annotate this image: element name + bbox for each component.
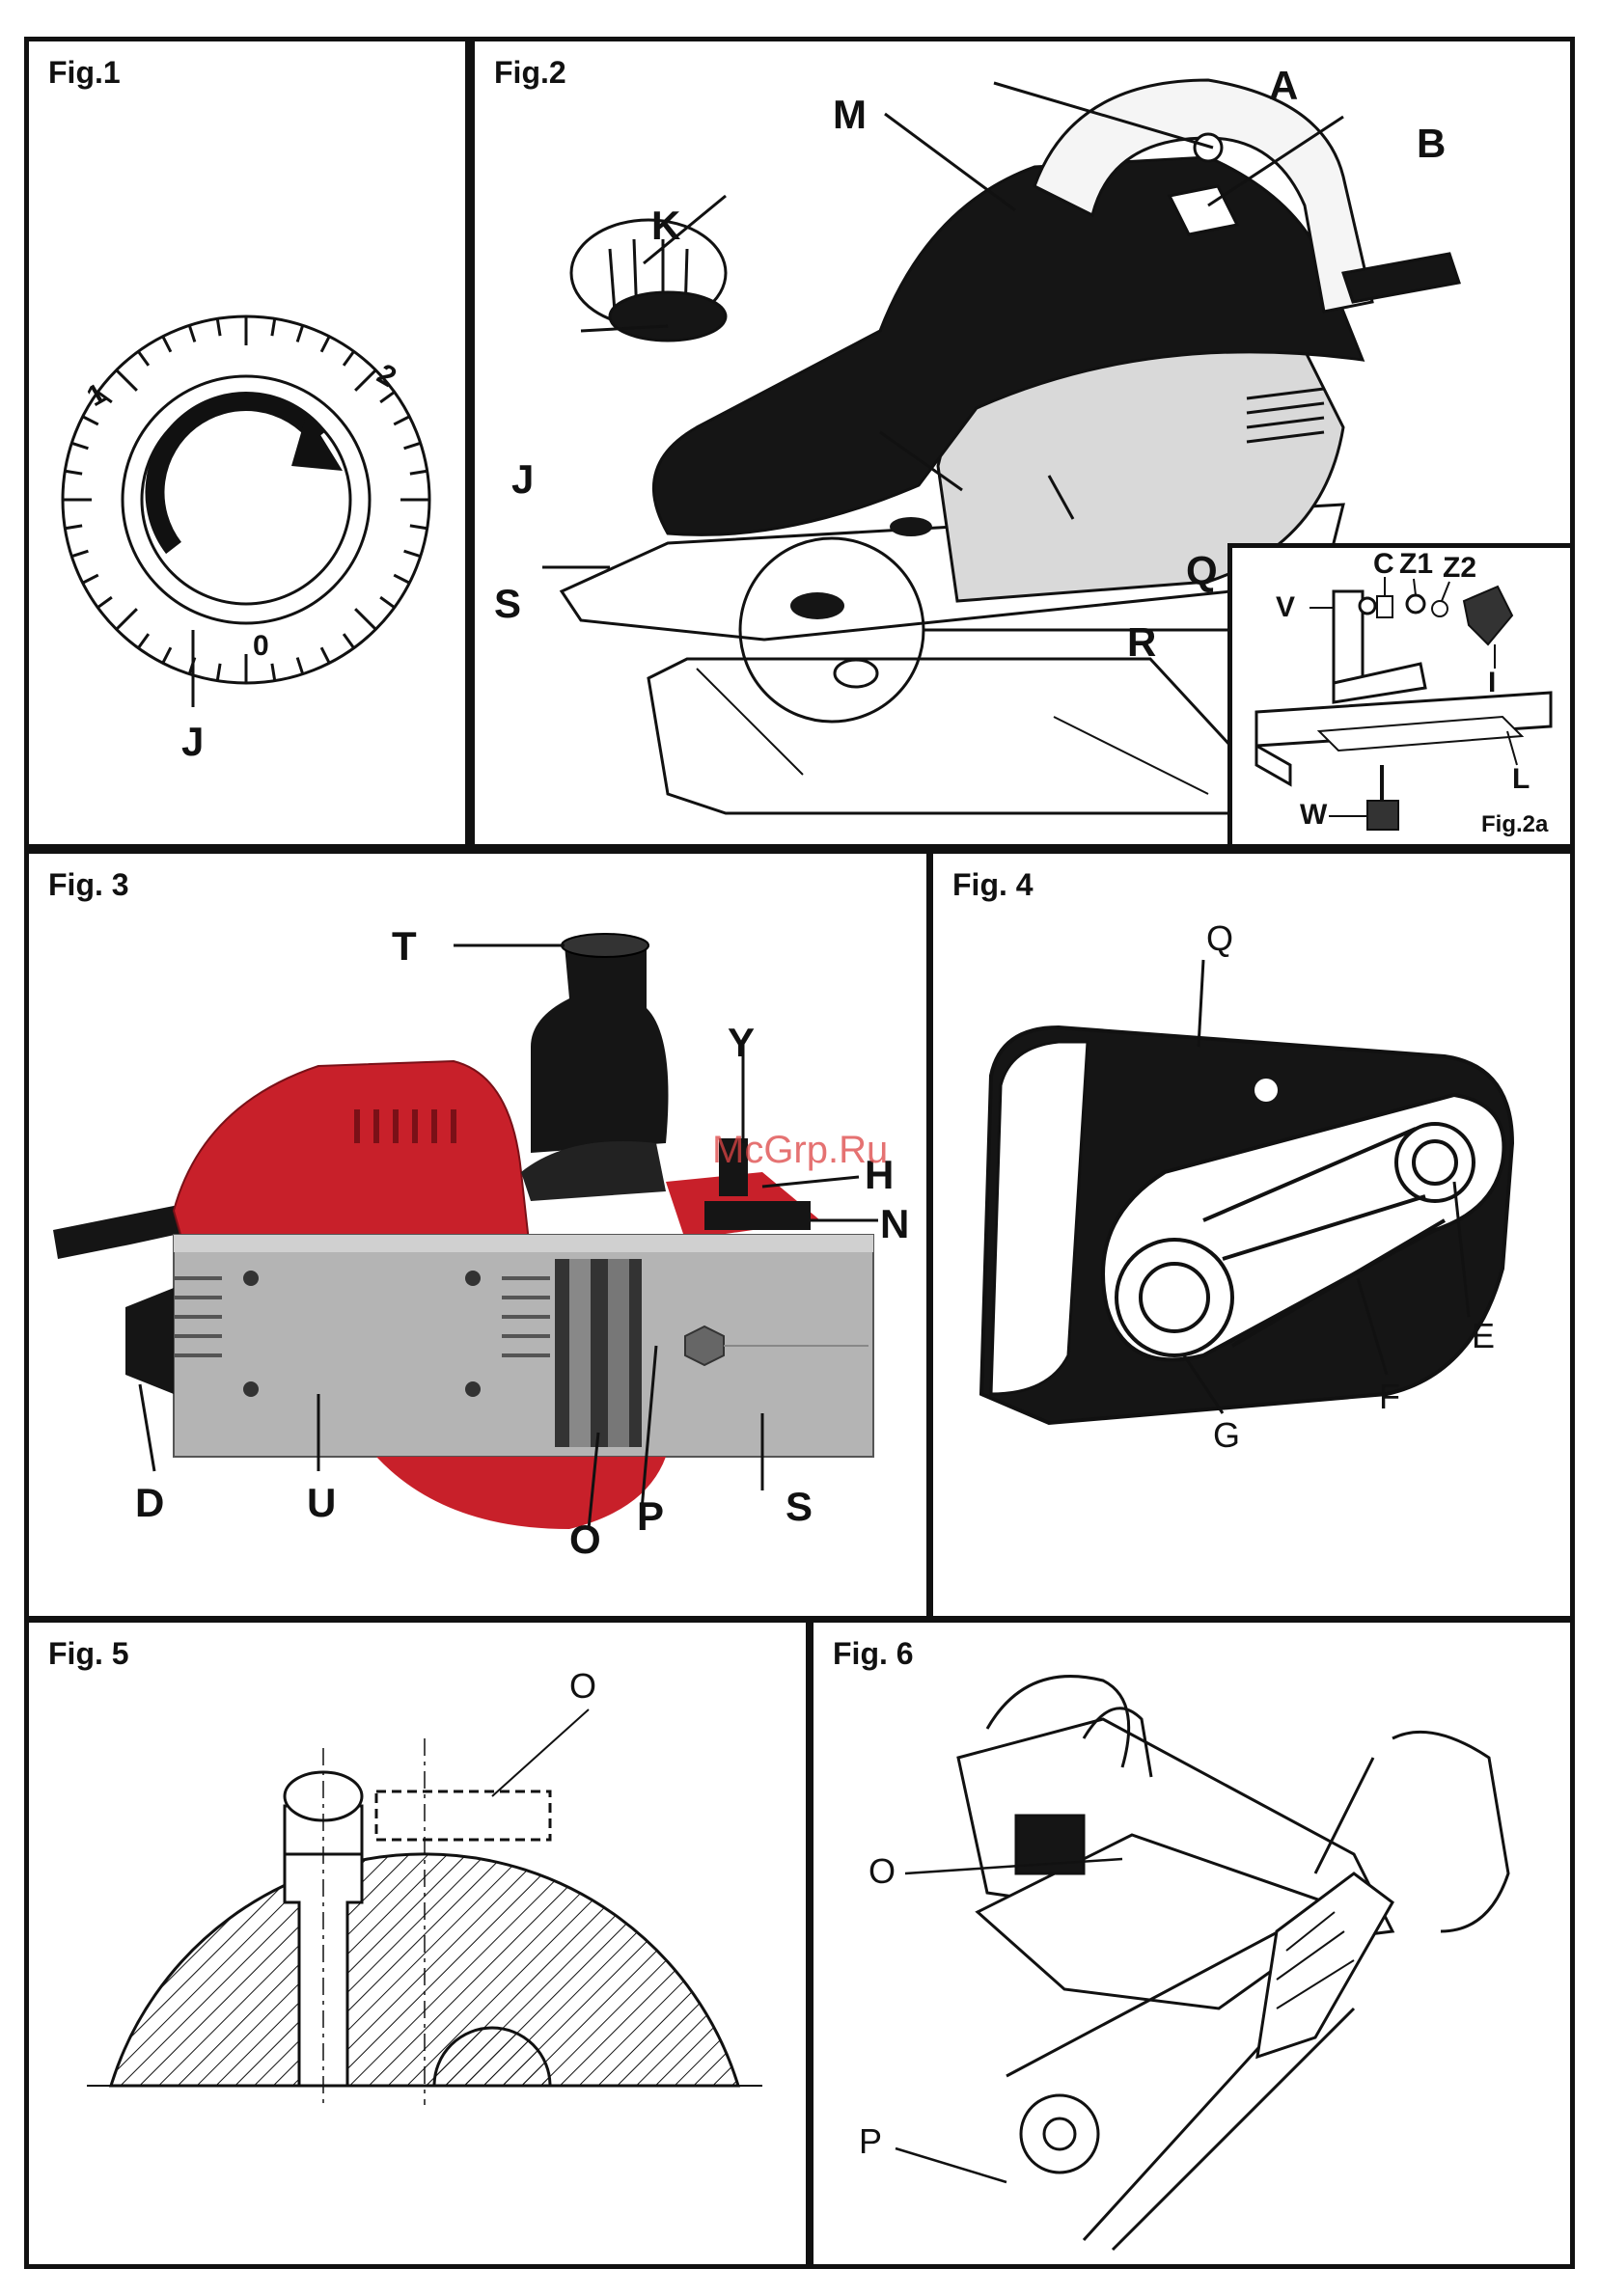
fig3-label-S: S	[786, 1487, 813, 1527]
fig3-label-Y: Y	[728, 1023, 755, 1063]
fig2-label-Q: Q	[1186, 551, 1218, 591]
dial-tick	[138, 351, 149, 366]
dial-tick	[297, 325, 303, 342]
fig2a-label-Z2: Z2	[1443, 554, 1476, 583]
fig2a-label-C: C	[1373, 550, 1394, 579]
fig2a-label-L: L	[1512, 765, 1530, 794]
dial-tick	[65, 526, 82, 529]
fig2a-panel: V C Z1 Z2 I L W Fig.2a	[1227, 543, 1575, 849]
fig2-label-A: A	[1269, 66, 1298, 106]
fig2-label-M: M	[833, 95, 867, 135]
dial-tick	[321, 647, 329, 663]
fig3-label-P: P	[637, 1496, 664, 1537]
fig4-label-Q: Q	[1206, 921, 1233, 956]
dial-tick	[380, 597, 395, 608]
fig4-label-G: G	[1213, 1418, 1240, 1453]
dial-tick	[297, 658, 303, 674]
fig2-label-K: K	[651, 205, 680, 246]
dial-tick	[272, 664, 275, 681]
fig2a-title: Fig.2a	[1481, 813, 1548, 836]
fig2-label-B: B	[1417, 123, 1446, 164]
fig2a-label-V: V	[1276, 593, 1295, 622]
fig1-dial-mark-0: 0	[253, 632, 269, 661]
fig6-label-P: P	[859, 2124, 882, 2159]
fig4-belt-cover-drawing	[933, 854, 1575, 1621]
dial-tick	[217, 318, 220, 336]
dial-tick	[71, 551, 88, 557]
dial-tick	[117, 370, 137, 391]
dial-tick	[138, 634, 149, 648]
dial-tick	[321, 337, 329, 352]
fig6-label-O: O	[868, 1854, 896, 1889]
dial-tick	[355, 609, 375, 629]
dial-tick	[355, 370, 375, 391]
fig2-label-S: S	[494, 584, 521, 624]
dial-tick	[65, 471, 82, 474]
fig1-panel: Fig.1 1 2 0 J	[24, 37, 470, 849]
dial-tick	[189, 325, 195, 342]
dial-tick	[344, 351, 354, 366]
fig5-panel: Fig. 5 O	[24, 1618, 811, 2269]
dial-tick	[394, 575, 409, 583]
fig2a-label-Z1: Z1	[1399, 550, 1433, 579]
fig4-label-E: E	[1472, 1319, 1495, 1353]
dial-tick	[404, 443, 421, 449]
dial-tick	[117, 609, 137, 629]
dial-tick	[97, 597, 112, 608]
dial-tick	[83, 417, 98, 424]
dial-tick	[83, 575, 98, 583]
fig5-label-O: O	[569, 1669, 596, 1704]
dial-tick	[410, 471, 427, 474]
dial-tick	[71, 443, 88, 449]
dial-tick	[163, 337, 171, 352]
fig1-dial-drawing	[29, 41, 470, 849]
fig5-cutter-drum-section	[29, 1623, 811, 2269]
fig2-label-J: J	[511, 459, 534, 500]
fig3-label-N: N	[880, 1204, 909, 1244]
fig3-label-O: O	[569, 1519, 601, 1560]
fig4-label-F: F	[1379, 1380, 1400, 1414]
dial-tick	[163, 647, 171, 663]
fig3-label-U: U	[307, 1483, 336, 1523]
fig4-panel: Fig. 4 Q E F G	[928, 849, 1575, 1621]
fig3-label-T: T	[392, 926, 417, 967]
dial-tick	[217, 664, 220, 681]
fig1-label-J: J	[181, 722, 204, 762]
dial-tick	[380, 392, 395, 402]
fig3-label-D: D	[135, 1483, 164, 1523]
dial-tick	[344, 634, 354, 648]
dial-tick	[404, 551, 421, 557]
dial-tick	[272, 318, 275, 336]
fig3-panel: Fig. 3	[24, 849, 931, 1621]
fig2a-label-W: W	[1300, 801, 1327, 830]
fig2a-label-I: I	[1488, 669, 1496, 697]
fig2-label-R: R	[1127, 622, 1156, 663]
dial-tick	[394, 417, 409, 424]
fig6-blade-change-drawing	[813, 1623, 1575, 2269]
watermark: McGrp.Ru	[712, 1129, 888, 1172]
fig6-panel: Fig. 6	[809, 1618, 1575, 2269]
dial-tick	[410, 526, 427, 529]
